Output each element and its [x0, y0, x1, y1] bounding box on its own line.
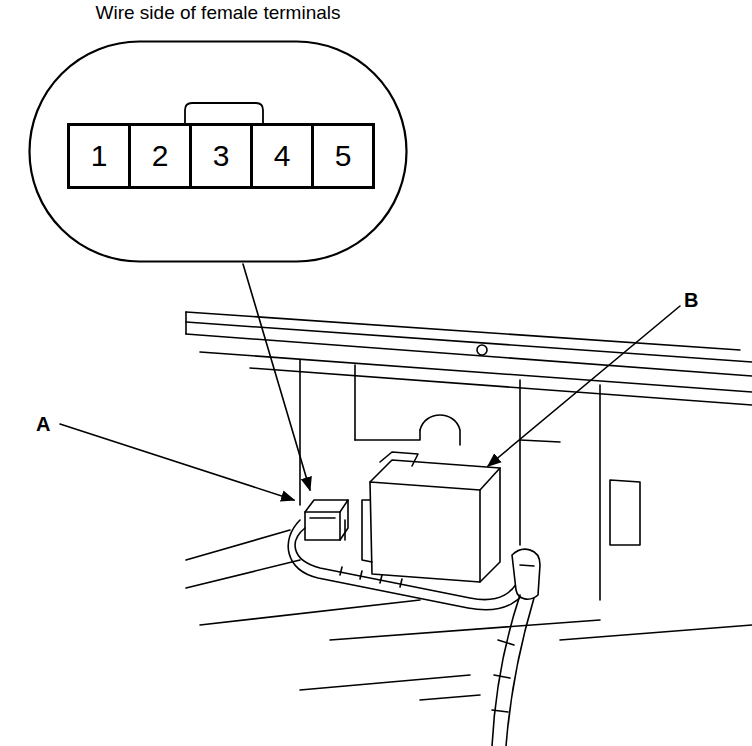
terminal-cell: 4	[251, 124, 313, 188]
pin-number: 3	[213, 141, 230, 171]
callout-oval: Wire side of female terminals12345	[28, 40, 408, 263]
terminal-cell: 5	[312, 124, 374, 188]
pin-number: 2	[152, 141, 169, 171]
pin-number: 1	[91, 141, 108, 171]
pin-number: 5	[335, 141, 352, 171]
terminal-cell: 2	[129, 124, 191, 188]
part-letter: A	[36, 414, 50, 434]
pin-number: 4	[274, 141, 291, 171]
part-letter: B	[684, 290, 698, 310]
terminal-cell: 3	[190, 124, 252, 188]
callout-heading: Wire side of female terminals	[96, 2, 341, 24]
terminal-cell: 1	[68, 124, 130, 188]
